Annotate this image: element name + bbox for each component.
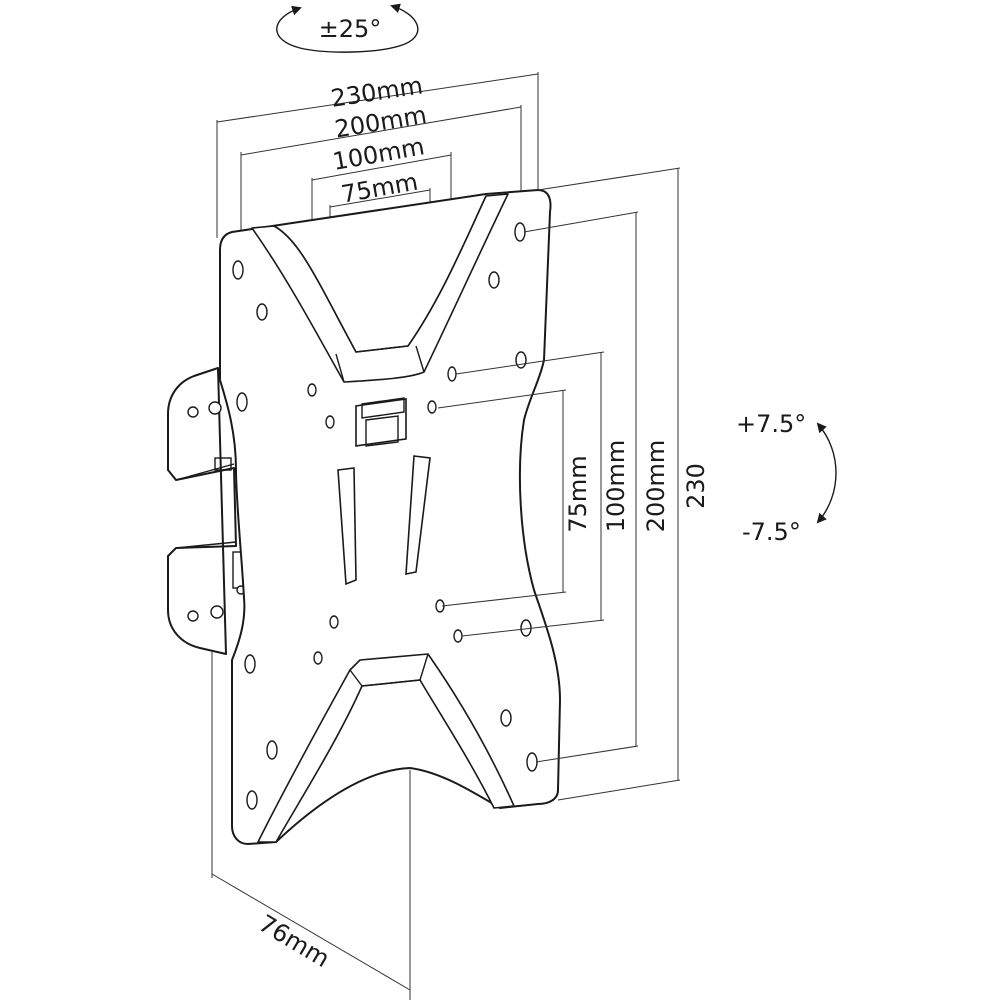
wall-bracket (167, 367, 246, 655)
tilt-indicator: +7.5° -7.5° (736, 410, 837, 546)
dim-75mm-horizontal: 75mm (339, 168, 420, 209)
tilt-arrow-icon (816, 422, 837, 524)
tilt-down-label: -7.5° (742, 518, 801, 546)
dim-200mm-vertical: 200mm (642, 440, 670, 533)
dim-100mm-vertical: 100mm (602, 440, 630, 533)
vertical-dimensions: 75mm 100mm 200mm 230 (437, 167, 710, 801)
dim-230-vertical: 230 (682, 463, 710, 509)
dim-75mm-vertical: 75mm (564, 455, 592, 532)
tilt-up-label: +7.5° (736, 410, 806, 438)
swivel-label: ±25° (319, 15, 382, 43)
vesa-plate (219, 189, 561, 845)
swivel-indicator: ±25° (276, 3, 419, 53)
horizontal-dimensions: 230mm 200mm 100mm 75mm (216, 71, 539, 418)
dim-76mm-depth: 76mm (254, 909, 335, 973)
swivel-arrow-icon (276, 3, 419, 53)
